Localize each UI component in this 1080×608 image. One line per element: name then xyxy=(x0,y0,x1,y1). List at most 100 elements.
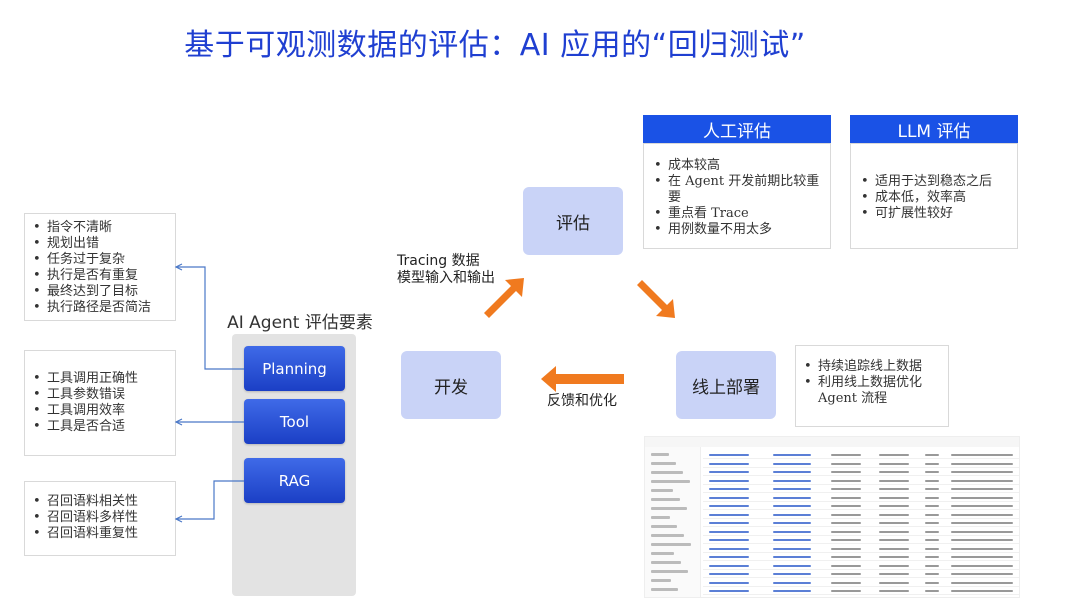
list-item: 召回语料重复性 xyxy=(31,526,169,542)
develop-node: 开发 xyxy=(401,351,501,419)
screenshot-cell xyxy=(879,479,909,482)
screenshot-cell xyxy=(831,479,861,482)
screenshot-cell xyxy=(951,539,1013,541)
tool-connector-arrowhead xyxy=(174,418,183,426)
list-item: 工具调用正确性 xyxy=(31,371,169,387)
screenshot-cell xyxy=(925,454,939,456)
list-item: 召回语料相关性 xyxy=(31,494,169,510)
screenshot-row xyxy=(703,519,1019,527)
screenshot-cell xyxy=(879,488,909,490)
screenshot-cell xyxy=(709,564,749,567)
screenshot-cell xyxy=(879,530,909,533)
screenshot-cell xyxy=(925,590,939,592)
screenshot-row xyxy=(703,460,1019,468)
list-item: 用例数量不用太多 xyxy=(652,222,822,238)
tracing-label-line2: 模型输入和输出 xyxy=(397,270,495,286)
screenshot-sidebar-line xyxy=(651,525,677,528)
screenshot-cell xyxy=(925,471,939,473)
screenshot-cell xyxy=(773,573,811,575)
feedback-label: 反馈和优化 xyxy=(547,393,617,409)
screenshot-cell xyxy=(951,547,1013,550)
screenshot-cell xyxy=(831,573,861,575)
tracing-label-line1: Tracing 数据 xyxy=(397,253,480,269)
screenshot-row xyxy=(703,579,1019,587)
screenshot-cell xyxy=(951,462,1013,465)
screenshot-row xyxy=(703,562,1019,570)
planning-notes-box: 指令不清晰 规划出错 任务过于复杂 执行是否有重复 最终达到了目标 执行路径是否… xyxy=(24,213,176,321)
screenshot-row xyxy=(703,570,1019,578)
screenshot-cell xyxy=(951,513,1013,516)
screenshot-cell xyxy=(925,479,939,482)
tracing-label: Tracing 数据 模型输入和输出 xyxy=(397,253,495,287)
screenshot-sidebar-line xyxy=(651,516,670,519)
screenshot-cell xyxy=(773,479,811,482)
screenshot-cell xyxy=(709,479,749,482)
screenshot-sidebar-line xyxy=(651,489,673,492)
screenshot-cell xyxy=(951,581,1013,584)
list-item: 执行路径是否简洁 xyxy=(31,300,169,316)
llm-eval-list: 适用于达到稳态之后 成本低，效率高 可扩展性较好 xyxy=(859,174,1009,222)
screenshot-cell xyxy=(879,590,909,592)
screenshot-cell xyxy=(879,513,909,516)
page-title: 基于可观测数据的评估：AI 应用的“回归测试” xyxy=(184,28,806,63)
rag-notes-box: 召回语料相关性 召回语料多样性 召回语料重复性 xyxy=(24,481,176,556)
screenshot-cell xyxy=(879,539,909,541)
screenshot-cell xyxy=(879,581,909,584)
deploy-notes-box: 持续追踪线上数据 利用线上数据优化 Agent 流程 xyxy=(795,345,949,427)
screenshot-cell xyxy=(709,547,749,550)
screenshot-cell xyxy=(925,564,939,567)
tracing-console-screenshot xyxy=(644,436,1020,598)
screenshot-cell xyxy=(879,547,909,550)
screenshot-cell xyxy=(951,590,1013,592)
rag-connector xyxy=(176,480,244,520)
screenshot-cell xyxy=(925,539,939,541)
evaluate-node: 评估 xyxy=(523,187,623,255)
planning-notes-list: 指令不清晰 规划出错 任务过于复杂 执行是否有重复 最终达到了目标 执行路径是否… xyxy=(31,220,169,316)
screenshot-cell xyxy=(879,522,909,524)
list-item: 任务过于复杂 xyxy=(31,252,169,268)
screenshot-cell xyxy=(925,513,939,516)
screenshot-cell xyxy=(773,522,811,524)
screenshot-row xyxy=(703,477,1019,485)
screenshot-row xyxy=(703,494,1019,502)
deploy-notes-list: 持续追踪线上数据 利用线上数据优化 Agent 流程 xyxy=(802,359,942,407)
screenshot-cell xyxy=(709,522,749,524)
planning-block: Planning xyxy=(244,346,345,391)
llm-eval-header: LLM 评估 xyxy=(850,115,1018,143)
screenshot-cell xyxy=(879,564,909,567)
screenshot-cell xyxy=(709,505,749,507)
screenshot-cell xyxy=(831,564,861,567)
screenshot-row xyxy=(703,536,1019,544)
screenshot-cell xyxy=(709,513,749,516)
screenshot-cell xyxy=(951,505,1013,507)
screenshot-cell xyxy=(831,513,861,516)
list-item: 利用线上数据优化 Agent 流程 xyxy=(802,375,942,407)
screenshot-cell xyxy=(951,522,1013,524)
list-item: 最终达到了目标 xyxy=(31,284,169,300)
screenshot-cell xyxy=(773,513,811,516)
screenshot-row xyxy=(703,528,1019,536)
screenshot-sidebar-line xyxy=(651,498,680,501)
screenshot-cell xyxy=(709,590,749,592)
screenshot-cell xyxy=(709,581,749,584)
screenshot-cell xyxy=(925,462,939,465)
screenshot-cell xyxy=(831,505,861,507)
list-item: 指令不清晰 xyxy=(31,220,169,236)
screenshot-cell xyxy=(831,539,861,541)
screenshot-cell xyxy=(879,556,909,558)
screenshot-row xyxy=(703,553,1019,561)
deploy-node: 线上部署 xyxy=(676,351,776,419)
screenshot-cell xyxy=(773,488,811,490)
screenshot-sidebar-line xyxy=(651,462,676,465)
screenshot-cell xyxy=(951,530,1013,533)
screenshot-cell xyxy=(925,530,939,533)
screenshot-cell xyxy=(773,556,811,558)
screenshot-sidebar-line xyxy=(651,534,684,537)
screenshot-cell xyxy=(773,505,811,507)
screenshot-sidebar-line xyxy=(651,480,690,483)
list-item: 规划出错 xyxy=(31,236,169,252)
screenshot-cell xyxy=(951,488,1013,490)
list-item: 持续追踪线上数据 xyxy=(802,359,942,375)
screenshot-topbar xyxy=(645,437,1019,447)
list-item: 执行是否有重复 xyxy=(31,268,169,284)
